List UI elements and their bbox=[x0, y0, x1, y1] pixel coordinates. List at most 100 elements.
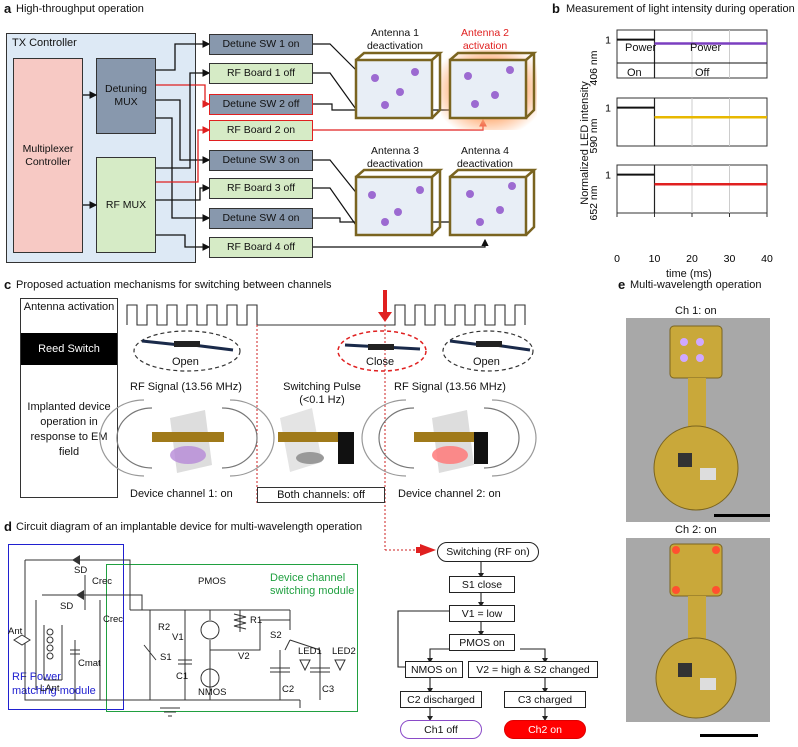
device-channel-2-on: Device channel 2: on bbox=[398, 488, 501, 500]
lbl-led1: LED1 bbox=[298, 646, 322, 657]
lbl-r2: R2 bbox=[158, 622, 171, 633]
flow-c3-charged: C3 charged bbox=[504, 691, 586, 708]
row-rf-board-4: RF Board 4 off bbox=[209, 237, 313, 258]
device-channel-1-on: Device channel 1: on bbox=[130, 488, 233, 500]
power-off-label: Off bbox=[695, 67, 710, 79]
mux-controller-label: Multiplexer Controller bbox=[22, 142, 74, 168]
series-label: 590 nm bbox=[588, 118, 600, 153]
antenna-1-line2: deactivation bbox=[366, 39, 424, 52]
panel-c-title: Proposed actuation mechanisms for switch… bbox=[16, 279, 332, 291]
flow-s1-close: S1 close bbox=[449, 576, 515, 593]
mice-markers bbox=[368, 66, 516, 226]
panel-c-letter: c bbox=[4, 277, 12, 292]
antenna-1-label: Antenna 1 deactivation bbox=[352, 27, 438, 52]
rf-wave-2 bbox=[385, 304, 526, 326]
ytick-label: 1 bbox=[605, 35, 611, 47]
lbl-crec2: Crec bbox=[103, 614, 124, 625]
lbl-c1: C1 bbox=[176, 671, 189, 682]
rf-mux-label: RF MUX bbox=[105, 198, 147, 211]
rf-signal-2: RF Signal (13.56 MHz) bbox=[394, 381, 506, 393]
switching-pulse-line1: Switching Pulse bbox=[283, 381, 361, 393]
lbl-pmos: PMOS bbox=[198, 576, 226, 587]
panel-d-letter: d bbox=[4, 519, 12, 534]
panel-b-xlabel: time (ms) bbox=[666, 268, 712, 280]
device-switching-module-box bbox=[106, 564, 358, 712]
ytick-label: 1 bbox=[605, 103, 611, 115]
device-illustration-1 bbox=[99, 399, 275, 477]
row-detune-sw-4: Detune SW 4 on bbox=[209, 208, 313, 229]
mux-controller-box: Multiplexer Controller bbox=[13, 58, 83, 253]
lbl-c2: C2 bbox=[282, 684, 295, 695]
antenna-4-label: Antenna 4 deactivation bbox=[442, 145, 528, 170]
series-label: 652 nm bbox=[588, 185, 600, 220]
reed-close: Close bbox=[366, 356, 395, 368]
row-detune-sw-1: Detune SW 1 on bbox=[209, 34, 313, 55]
flow-v2-high: V2 = high & S2 changed bbox=[468, 661, 598, 678]
xtick-label: 10 bbox=[649, 253, 661, 265]
rf-mux-box: RF MUX bbox=[96, 157, 156, 253]
lbl-led2: LED2 bbox=[332, 646, 356, 657]
switching-pulse: Switching Pulse (<0.1 Hz) bbox=[270, 381, 374, 407]
row-rf-board-2: RF Board 2 on bbox=[209, 120, 313, 141]
antenna-4-line2: deactivation bbox=[456, 157, 514, 170]
row-detune-sw-3: Detune SW 3 on bbox=[209, 150, 313, 171]
rf-wave-1 bbox=[126, 304, 385, 326]
scale-bar-2 bbox=[700, 734, 758, 737]
device-illustration-3 bbox=[361, 399, 537, 477]
antenna-cage-4 bbox=[448, 168, 538, 237]
row-antenna-activation: Antenna activation bbox=[23, 301, 115, 313]
device-illustration-2 bbox=[278, 408, 354, 472]
panel-b-letter: b bbox=[552, 1, 560, 16]
lbl-sd2: SD bbox=[60, 601, 74, 612]
antenna-cage-1 bbox=[354, 51, 444, 120]
flow-switching: Switching (RF on) bbox=[437, 542, 539, 562]
antenna-2-label: Antenna 2 activation bbox=[442, 27, 528, 52]
lbl-s2: S2 bbox=[270, 630, 282, 641]
flow-v1-low: V1 = low bbox=[449, 605, 515, 622]
flow-nmos-on: NMOS on bbox=[405, 661, 463, 678]
ch2-label: Ch 2: on bbox=[675, 524, 717, 536]
lbl-s1: S1 bbox=[160, 652, 172, 663]
device-switching-module-label: Device channel switching module bbox=[270, 572, 354, 598]
row-reed-switch: Reed Switch bbox=[21, 333, 117, 365]
photo-ch1 bbox=[626, 318, 770, 522]
photo-ch2 bbox=[626, 538, 770, 722]
ytick-label: 1 bbox=[605, 170, 611, 182]
panel-b-title: Measurement of light intensity during op… bbox=[566, 3, 795, 15]
lbl-cmat: Cmat bbox=[78, 658, 101, 669]
antenna-2-line1: Antenna 2 bbox=[461, 27, 509, 39]
lbl-sd1: SD bbox=[74, 565, 88, 576]
scale-bar-1 bbox=[714, 514, 770, 517]
row-detune-sw-2: Detune SW 2 off bbox=[209, 94, 313, 115]
power-label: Power bbox=[625, 42, 657, 54]
flow-ch2-on: Ch2 on bbox=[504, 720, 586, 739]
lbl-c3: C3 bbox=[322, 684, 335, 695]
both-channels-off: Both channels: off bbox=[257, 487, 385, 503]
antenna-2-line2: activation bbox=[462, 39, 508, 52]
panel-a-letter: a bbox=[4, 1, 12, 16]
ch1-label: Ch 1: on bbox=[675, 305, 717, 317]
antenna-3-label: Antenna 3 deactivation bbox=[352, 145, 438, 170]
flow-c2-discharged: C2 discharged bbox=[400, 691, 482, 708]
lbl-crec1: Crec bbox=[92, 576, 113, 587]
antenna-3-line2: deactivation bbox=[366, 157, 424, 170]
flow-ch1-off: Ch1 off bbox=[400, 720, 482, 739]
power-on-label: On bbox=[627, 67, 642, 79]
lbl-v1: V1 bbox=[172, 632, 184, 643]
reed-open-2: Open bbox=[473, 356, 500, 368]
row-rf-board-3: RF Board 3 off bbox=[209, 178, 313, 199]
series-label: 406 nm bbox=[588, 50, 600, 85]
dev-module-line1: Device channel bbox=[270, 572, 346, 584]
xtick-label: 20 bbox=[686, 253, 698, 265]
antenna-1-line1: Antenna 1 bbox=[371, 27, 419, 39]
lbl-nmos: NMOS bbox=[198, 687, 227, 698]
xtick-label: 0 bbox=[614, 253, 620, 265]
lbl-v2: V2 bbox=[238, 651, 250, 662]
reed-open-1: Open bbox=[172, 356, 199, 368]
panel-d-title: Circuit diagram of an implantable device… bbox=[16, 521, 363, 533]
power-label-2: Power bbox=[690, 42, 722, 54]
